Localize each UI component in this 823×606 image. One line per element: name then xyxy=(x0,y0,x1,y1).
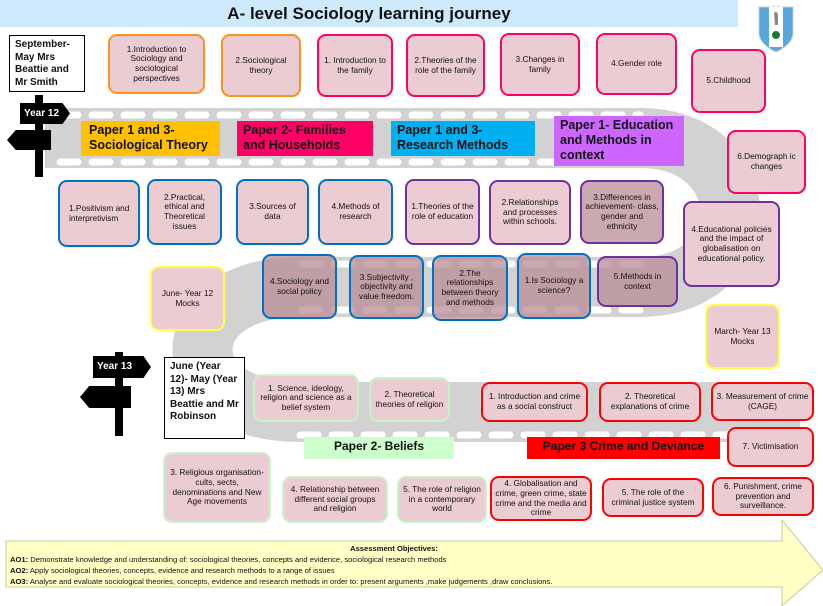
topic-box: 3.Sources of data xyxy=(236,179,309,245)
topic-box: 5.Methods in context xyxy=(597,256,678,307)
year12-schedule-note: September- May Mrs Beattie and Mr Smith xyxy=(9,35,85,92)
ao-text: Demonstrate knowledge and understanding … xyxy=(28,555,447,564)
ao2-line: AO2: Apply sociological theories, concep… xyxy=(10,565,778,576)
topic-box: 1. Introduction to the family xyxy=(317,34,393,97)
ao-text: Apply sociological theories, concepts, e… xyxy=(28,566,335,575)
ao3-line: AO3: Analyse and evaluate sociological t… xyxy=(10,576,778,587)
year13-sign: Year 13 xyxy=(93,356,151,378)
paper-label-families: Paper 2- Families and Households xyxy=(237,121,373,156)
topic-box: 6.Demograph ic changes xyxy=(727,130,806,194)
topic-box: 1.Is Sociology a science? xyxy=(517,253,591,319)
topic-box: 6. Punishment, crime prevention and surv… xyxy=(712,477,814,516)
ao-code: AO2: xyxy=(10,566,29,575)
topic-box: 1.Positivism and interpretivism xyxy=(58,180,140,247)
topic-box: 3.Differences in achievement- class, gen… xyxy=(580,180,664,244)
topic-box: 4.Educational policies and the impact of… xyxy=(683,201,780,287)
topic-box: 2.Relationships and processes within sch… xyxy=(489,180,571,245)
topic-box: 3.Subjectivity , objectivity and value f… xyxy=(349,255,424,319)
topic-box: 2. Theoretical theories of religion xyxy=(369,377,450,422)
signpost-arrow-left xyxy=(7,130,51,150)
topic-box: 4. Relationship between different social… xyxy=(282,476,388,523)
topic-box: 4.Sociology and social policy xyxy=(262,254,337,319)
topic-box: 4.Methods of research xyxy=(318,179,393,245)
paper-label-education: Paper 1- Education and Methods in contex… xyxy=(554,116,684,166)
mocks-box-year12: June- Year 12 Mocks xyxy=(150,266,225,331)
assessment-heading: Assessment Objectives: xyxy=(350,544,438,553)
topic-box: 7. Victimisation xyxy=(727,427,814,467)
topic-box: 2.The relationships between theory and m… xyxy=(432,255,508,321)
topic-box: 2.Practical, ethical and Theoretical iss… xyxy=(147,179,222,245)
mocks-box-year13: March- Year 13 Mocks xyxy=(705,304,780,369)
paper-label-crime: Paper 3 Crime and Deviance xyxy=(527,437,720,459)
topic-box: 1.Introduction to Sociology and sociolog… xyxy=(108,34,205,94)
topic-box: 4. Globalisation and crime, green crime,… xyxy=(490,476,592,521)
ao1-line: AO1: Demonstrate knowledge and understan… xyxy=(10,554,778,565)
ao-code: AO3: xyxy=(10,577,29,586)
topic-box: 4.Gender role xyxy=(596,33,677,95)
school-crest-logo xyxy=(758,6,794,53)
year12-sign: Year 12 xyxy=(20,103,70,124)
topic-box: 1.Theories of the role of education xyxy=(405,179,480,245)
topic-box: 3. Religious organisation-cults, sects, … xyxy=(163,452,271,523)
topic-box: 3.Changes in family xyxy=(500,33,580,96)
paper-label-research-methods: Paper 1 and 3- Research Methods xyxy=(391,121,535,156)
ao-text: Analyse and evaluate sociological theori… xyxy=(28,577,553,586)
topic-box: 1. Science, ideology, religion and scien… xyxy=(253,374,359,422)
topic-box: 5.Childhood xyxy=(691,49,766,113)
assessment-objectives: Assessment Objectives: AO1: Demonstrate … xyxy=(6,541,782,587)
paper-label-sociological-theory: Paper 1 and 3- Sociological Theory xyxy=(81,121,220,156)
topic-box: 5. The role of the criminal justice syst… xyxy=(602,478,704,517)
paper-label-beliefs: Paper 2- Beliefs xyxy=(304,437,454,459)
topic-box: 2.Theories of the role of the family xyxy=(406,34,485,97)
topic-box: 3. Measurement of crime (CAGE) xyxy=(711,382,814,421)
topic-box: 2.Sociological theory xyxy=(221,34,301,97)
topic-box: 2. Theoretical explanations of crime xyxy=(599,382,701,422)
topic-box: 1. Introduction and crime as a social co… xyxy=(481,382,588,422)
ao-code: AO1: xyxy=(10,555,29,564)
topic-box: 5. The role of religion in a contemporar… xyxy=(397,476,487,523)
page-title: A- level Sociology learning journey xyxy=(0,0,738,27)
signpost-arrow-left xyxy=(80,386,131,408)
year13-schedule-note: June (Year 12)- May (Year 13) Mrs Beatti… xyxy=(164,357,245,439)
